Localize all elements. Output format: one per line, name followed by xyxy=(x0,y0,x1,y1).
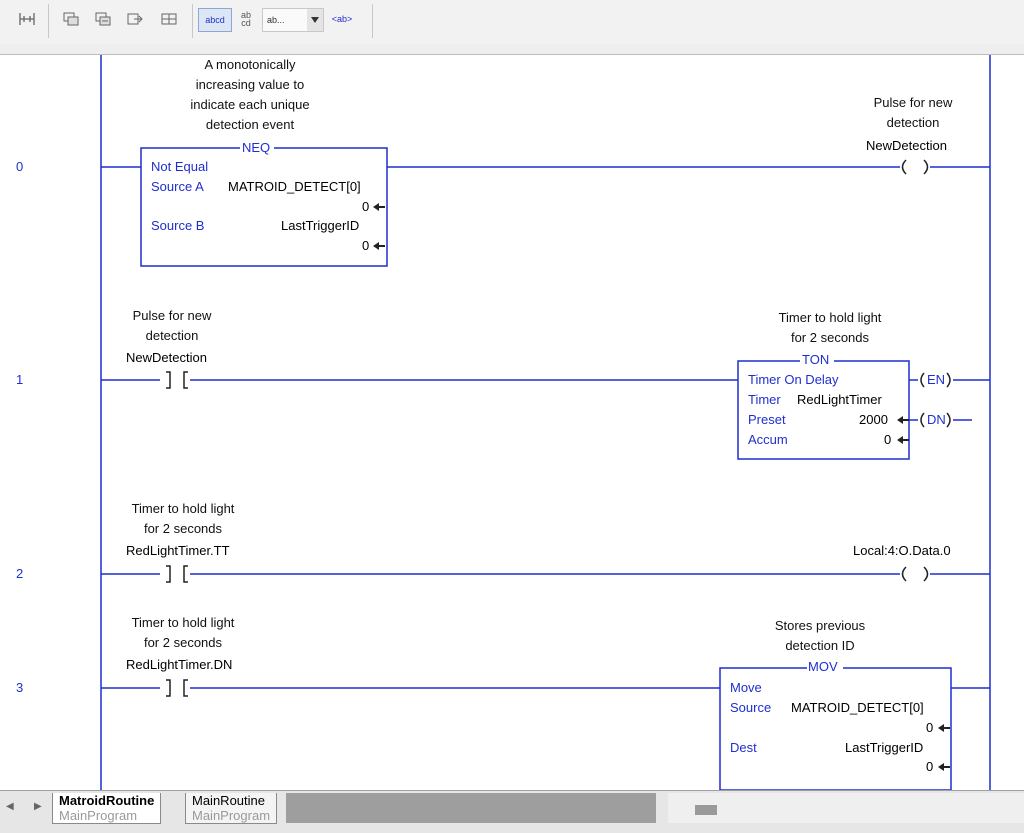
operand-tag[interactable]: LastTriggerID xyxy=(281,218,360,233)
operand-tag[interactable]: LastTriggerID xyxy=(845,740,924,755)
operand-tag[interactable]: RedLightTimer xyxy=(797,392,882,407)
operand-label: Source A xyxy=(151,179,204,194)
coil-comment: Pulse for new detection xyxy=(873,95,953,130)
ladder-diagram xyxy=(100,55,991,790)
operand-label: Accum xyxy=(748,432,788,447)
operand-tag[interactable]: MATROID_DETECT[0] xyxy=(791,700,924,715)
operand-label: Preset xyxy=(748,412,786,427)
operand-value: 0 xyxy=(926,759,934,774)
ton-mnemonic[interactable]: TON xyxy=(802,352,830,367)
routine-tab-bar: ◀ ▶ MatroidRoutine MainProgram MainRouti… xyxy=(0,790,1024,833)
view-dropdown[interactable]: ab... xyxy=(262,8,324,32)
tab-area-filler xyxy=(286,793,656,823)
tag-view-button[interactable]: <ab> xyxy=(331,14,353,24)
coil-tag[interactable]: NewDetection xyxy=(866,138,947,153)
contact-comment: Timer to hold light for 2 seconds xyxy=(131,615,235,650)
rung-number: 2 xyxy=(16,566,24,581)
contact-tag[interactable]: NewDetection xyxy=(126,350,207,365)
neq-comment: A monotonically increasing value to indi… xyxy=(190,57,310,132)
toolbar-divider xyxy=(0,44,1024,55)
tab-mainroutine[interactable]: MainRoutine MainProgram xyxy=(185,793,278,824)
operand-value: 0 xyxy=(926,720,934,735)
operand-tag[interactable]: MATROID_DETECT[0] xyxy=(228,179,361,194)
operand-value: 0 xyxy=(362,199,370,214)
tab-scroll-right-icon[interactable]: ▶ xyxy=(34,801,42,812)
branch-icon[interactable] xyxy=(14,8,40,30)
contact-tag[interactable]: RedLightTimer.DN xyxy=(126,657,233,672)
ladder-editor[interactable]: 0 1 2 3 A monotonically increasing value… xyxy=(0,55,1024,790)
rung-copy-icon[interactable] xyxy=(90,8,116,30)
contact-comment: Pulse for new detection xyxy=(132,308,212,343)
operand-label: Timer xyxy=(748,392,781,407)
view-abcd-button[interactable]: abcd xyxy=(198,8,232,32)
mov-comment: Stores previous detection ID xyxy=(774,618,866,653)
tab-scroll-left-icon[interactable]: ◀ xyxy=(6,801,14,812)
chevron-down-icon[interactable] xyxy=(307,9,323,31)
ton-comment: Timer to hold light for 2 seconds xyxy=(778,310,882,345)
tab-matroidroutine[interactable]: MatroidRoutine MainProgram xyxy=(52,793,162,824)
rung-move-icon[interactable] xyxy=(156,8,182,30)
operand-value[interactable]: 2000 xyxy=(859,412,888,427)
neq-title: Not Equal xyxy=(151,159,209,174)
contact-comment: Timer to hold light for 2 seconds xyxy=(131,501,235,536)
mov-mnemonic[interactable]: MOV xyxy=(808,659,838,674)
en-output: EN xyxy=(927,372,946,387)
horizontal-scrollbar[interactable] xyxy=(668,793,1024,823)
operand-value: 0 xyxy=(884,432,892,447)
neq-mnemonic[interactable]: NEQ xyxy=(242,140,271,155)
ton-title: Timer On Delay xyxy=(748,372,839,387)
rung-export-icon[interactable] xyxy=(122,8,148,30)
dn-output: DN xyxy=(927,412,946,427)
operand-value: 0 xyxy=(362,238,370,253)
rung-insert-icon[interactable] xyxy=(58,8,84,30)
operand-label: Dest xyxy=(730,740,757,755)
coil-tag[interactable]: Local:4:O.Data.0 xyxy=(853,543,951,558)
rung-number: 0 xyxy=(16,159,24,174)
rung-number: 1 xyxy=(16,372,24,387)
mov-title: Move xyxy=(730,680,762,695)
operand-label: Source xyxy=(730,700,772,715)
rung-number: 3 xyxy=(16,680,24,695)
operand-label: Source B xyxy=(151,218,205,233)
view-stacked-button[interactable]: ab cd xyxy=(240,10,251,28)
ladder-toolbar: abcd ab cd ab... <ab> xyxy=(0,0,1024,45)
scrollbar-thumb[interactable] xyxy=(695,805,717,815)
contact-tag[interactable]: RedLightTimer.TT xyxy=(126,543,230,558)
